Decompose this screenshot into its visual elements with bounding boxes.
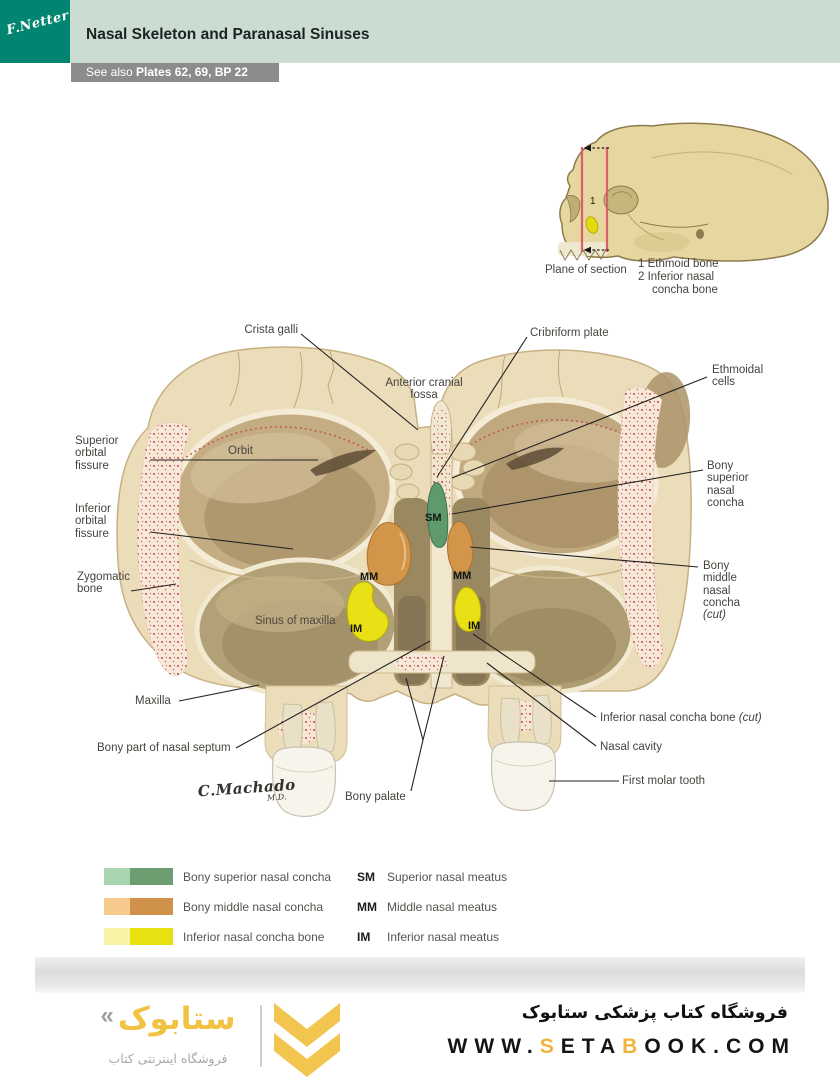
marker-im-right: IM [468, 620, 481, 632]
bony-palate-art [348, 650, 536, 674]
label-zygomatic-bone: Zygomatic bone [77, 571, 131, 596]
marker-im-left: IM [350, 623, 363, 635]
page-title: Nasal Skeleton and Paranasal Sinuses [86, 26, 370, 43]
label-nasal-cavity: Nasal cavity [600, 741, 662, 753]
cut-annotation: (cut) [703, 609, 726, 622]
inset-inferior-concha-highlight [585, 216, 599, 234]
see-also-bar: See also Plates 62, 69, BP 22 [71, 63, 279, 82]
legend-abbr: MM [357, 900, 377, 914]
legend-swatch-dark [130, 898, 173, 915]
label-sinus-of-maxilla: Sinus of maxilla [255, 615, 336, 627]
label-orbit: Orbit [228, 445, 253, 457]
legend-bone-label: Bony superior nasal concha [183, 870, 332, 884]
legend-meatus-label: Middle nasal meatus [387, 900, 498, 914]
legend-swatch-light [104, 928, 130, 945]
legend-swatch-light [104, 868, 130, 885]
legend-swatch-light [104, 898, 130, 915]
label-first-molar-tooth: First molar tooth [622, 775, 706, 787]
label-anterior-cranial-fossa: Anterior cranial fossa [385, 377, 463, 402]
zygomatic-marrow-left [137, 422, 192, 676]
nasal-septum [430, 429, 453, 689]
artist-signature: C.Machado M.D. [197, 775, 297, 803]
header-bar [0, 0, 840, 63]
orbit-left [170, 408, 396, 580]
label-maxilla: Maxilla [135, 695, 171, 707]
see-also-prefix: See also [86, 65, 137, 79]
inset-marker-1: 1 [590, 196, 596, 207]
legend-abbr: IM [357, 930, 371, 944]
marker-mm-right: MM [453, 570, 472, 582]
label-bony-superior-nasal-concha: Bony superior nasal concha [707, 460, 749, 509]
see-also-plates: Plates 62, 69, BP 22 [136, 65, 248, 79]
marker-mm-left: MM [360, 571, 379, 583]
setabook-chevron-icon [274, 1003, 340, 1077]
inset-key-line3: concha bone [652, 284, 718, 296]
orbit-right [453, 396, 659, 560]
maxillary-sinus-right [462, 565, 636, 695]
zygomatic-marrow-right [617, 386, 664, 669]
legend: Bony superior nasal concha SM Superior n… [104, 868, 704, 958]
plane-of-section-label: Plane of section [545, 264, 627, 276]
netter-signature: F.Netter [5, 8, 71, 39]
setabook-logo-subtext: فروشگاه اینترنتی کتاب [108, 1051, 228, 1066]
legend-bone-label: Bony middle nasal concha [183, 900, 324, 914]
footer-watermark: «ستابوک فروشگاه اینترنتی کتاب فروشگاه کت… [0, 993, 840, 1080]
legend-swatch-dark [130, 928, 173, 945]
inset-key-line1: 1 Ethmoid bone [638, 258, 719, 270]
legend-swatch-dark [130, 868, 173, 885]
setabook-wordmark: «ستابوک [100, 1001, 236, 1037]
legend-row: Bony middle nasal concha MM Middle nasal… [104, 898, 704, 916]
label-bony-palate: Bony palate [345, 791, 406, 803]
page-bottom-edge [35, 957, 805, 993]
marker-sm: SM [425, 512, 442, 524]
middle-concha-right-orange [447, 520, 474, 575]
label-inferior-nasal-concha-bone: Inferior nasal concha bone (cut) [600, 712, 762, 724]
legend-row: Bony superior nasal concha SM Superior n… [104, 868, 704, 886]
label-superior-orbital-fissure: Superior orbital fissure [75, 435, 119, 472]
label-bony-middle-nasal-concha: Bony middle nasal concha (cut) [703, 560, 741, 622]
legend-meatus-label: Superior nasal meatus [387, 870, 508, 884]
crista-galli-art [430, 400, 452, 455]
footer-store-title: فروشگاه کتاب پزشکی ستابوک [521, 1003, 788, 1023]
label-inferior-orbital-fissure: Inferior orbital fissure [75, 503, 111, 540]
inset-key-line2: 2 Inferior nasal [638, 271, 715, 283]
ethmoid-cells-art [389, 442, 486, 501]
nasal-cavity-left [394, 498, 430, 686]
section-arrow-top [583, 144, 591, 152]
section-arrow-bottom [583, 246, 591, 254]
legend-meatus-label: Inferior nasal meatus [387, 930, 500, 944]
logo-divider [260, 1005, 262, 1067]
inset-skull [558, 122, 829, 262]
netter-logo-box: F.Netter [0, 0, 71, 63]
label-ethmoidal-cells: Ethmoidal cells [712, 364, 764, 389]
footer-url: WWW.SETABOOK.COM [447, 1035, 796, 1058]
label-cribriform-plate: Cribriform plate [530, 327, 609, 339]
label-bony-part-of-nasal-septum: Bony part of nasal septum [97, 742, 231, 754]
legend-abbr: SM [357, 870, 375, 884]
nasal-cavity-right [452, 498, 490, 686]
cut-annotation: (cut) [738, 712, 762, 724]
guillemet-glyph: « [100, 1002, 114, 1029]
legend-row: Inferior nasal concha bone IM Inferior n… [104, 928, 704, 946]
legend-bone-label: Inferior nasal concha bone [183, 930, 325, 944]
label-crista-galli: Crista galli [244, 324, 298, 336]
first-molar-right [490, 694, 557, 812]
